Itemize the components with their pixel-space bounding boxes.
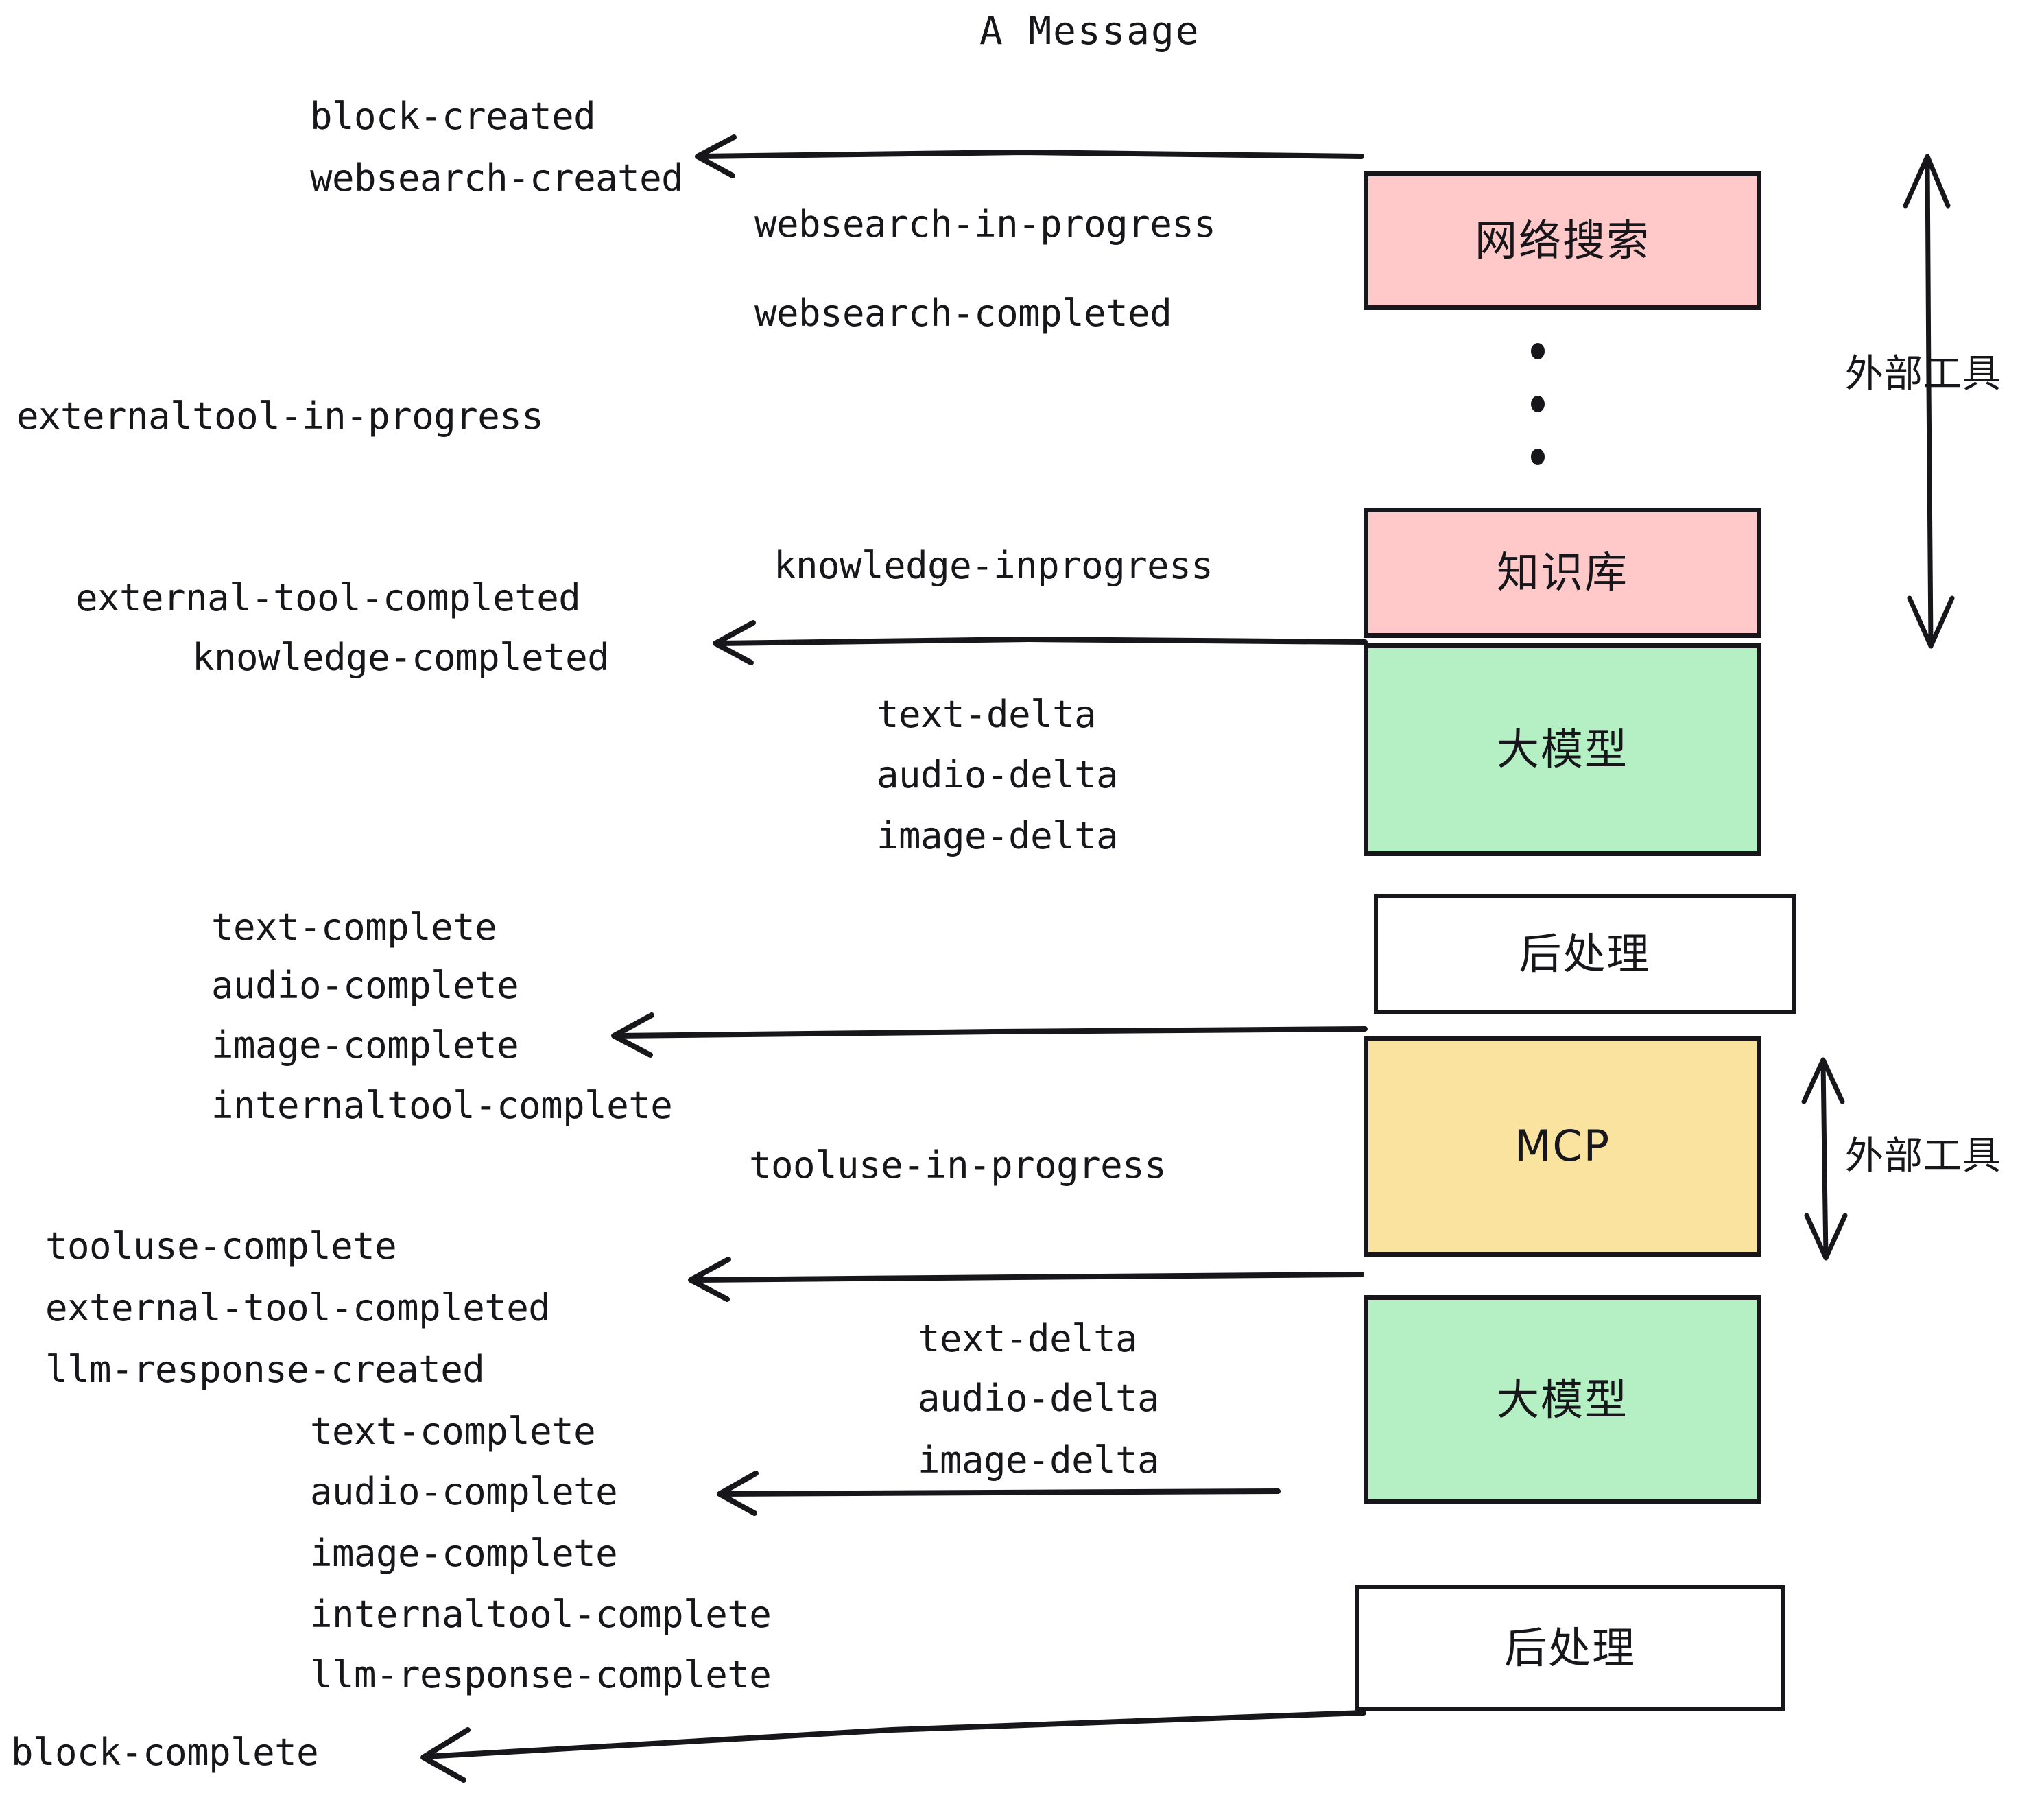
node-llm-bottom[interactable]: 大模型	[1364, 1295, 1761, 1504]
event-image-delta-2: image-delta	[918, 1438, 1160, 1482]
dot-2	[1531, 396, 1545, 412]
event-external-tool-completed-1: external-tool-completed	[75, 576, 581, 619]
node-websearch-label: 网络搜索	[1474, 215, 1650, 265]
event-tooluse-in-progress: tooluse-in-progress	[749, 1143, 1167, 1187]
event-llm-response-created: llm-response-created	[45, 1348, 485, 1391]
event-knowledge-inprogress: knowledge-inprogress	[774, 544, 1213, 587]
node-websearch[interactable]: 网络搜索	[1364, 171, 1761, 310]
event-text-complete-1: text-complete	[211, 905, 497, 949]
event-image-complete-2: image-complete	[310, 1532, 618, 1575]
diagram-title: A Message	[979, 9, 1200, 54]
event-audio-complete-2: audio-complete	[310, 1470, 618, 1513]
dot-3	[1531, 449, 1545, 465]
event-externaltool-in-progress: externaltool-in-progress	[16, 394, 544, 438]
node-post-bottom-label: 后处理	[1504, 1622, 1636, 1673]
node-post-top-label: 后处理	[1519, 928, 1651, 979]
node-llm-bottom-label: 大模型	[1496, 1374, 1628, 1425]
node-knowledge[interactable]: 知识库	[1364, 508, 1761, 638]
event-text-delta-2: text-delta	[918, 1317, 1138, 1360]
event-knowledge-completed: knowledge-completed	[192, 636, 610, 679]
event-websearch-completed: websearch-completed	[754, 292, 1172, 335]
arrow-tooluse-complete	[688, 1257, 1364, 1302]
arrow-image-complete	[611, 1012, 1368, 1058]
node-post-top[interactable]: 后处理	[1374, 894, 1796, 1014]
arrow-block-complete	[420, 1710, 1366, 1783]
event-external-tool-completed-2: external-tool-completed	[45, 1286, 551, 1329]
event-block-complete: block-complete	[11, 1731, 319, 1774]
dot-1	[1531, 343, 1545, 359]
event-block-created: block-created	[310, 95, 596, 138]
event-internaltool-complete-1: internaltool-complete	[211, 1084, 673, 1127]
node-mcp-label: MCP	[1514, 1121, 1611, 1171]
label-external-tools-bottom: 外部工具	[1845, 1134, 2001, 1178]
ellipsis-dots	[1530, 343, 1546, 465]
label-external-tools-top: 外部工具	[1845, 352, 2001, 396]
event-internaltool-complete-2: internaltool-complete	[310, 1593, 772, 1636]
node-llm-top[interactable]: 大模型	[1364, 643, 1761, 856]
event-audio-delta-2: audio-delta	[918, 1377, 1160, 1420]
event-websearch-in-progress: websearch-in-progress	[754, 202, 1216, 246]
span-arrow-external-tools-top	[1903, 154, 1955, 649]
node-knowledge-label: 知识库	[1496, 547, 1628, 597]
event-audio-delta-1: audio-delta	[877, 753, 1119, 796]
node-llm-top-label: 大模型	[1496, 724, 1628, 774]
event-image-delta-1: image-delta	[877, 814, 1119, 857]
event-text-delta-1: text-delta	[877, 693, 1097, 736]
node-mcp[interactable]: MCP	[1364, 1036, 1761, 1257]
arrow-websearch-created	[695, 134, 1364, 178]
event-image-complete-1: image-complete	[211, 1023, 519, 1067]
node-post-bottom[interactable]: 后处理	[1355, 1585, 1785, 1711]
span-arrow-external-tools-bottom	[1801, 1057, 1848, 1261]
event-tooluse-complete: tooluse-complete	[45, 1224, 397, 1268]
event-llm-response-complete: llm-response-complete	[310, 1653, 772, 1696]
arrow-knowledge-completed	[713, 620, 1368, 665]
event-text-complete-2: text-complete	[310, 1410, 596, 1453]
event-audio-complete-1: audio-complete	[211, 964, 519, 1007]
event-websearch-created: websearch-created	[310, 156, 684, 200]
